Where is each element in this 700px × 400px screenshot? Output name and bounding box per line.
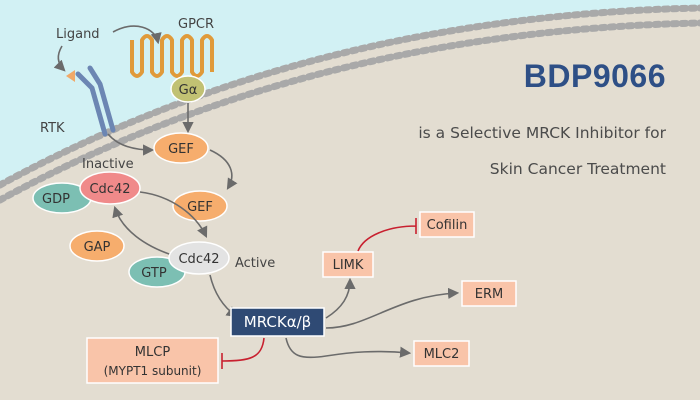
cofilin-label: Cofilin xyxy=(427,218,468,233)
mrck-to-mlc2-arrow xyxy=(285,337,412,359)
cdc42-activation-arrow xyxy=(139,191,208,239)
gef-to-gef-arrow xyxy=(209,149,238,190)
inactive-label: Inactive xyxy=(82,157,134,172)
ligand-icon xyxy=(66,70,75,82)
erm-label: ERM xyxy=(475,287,503,302)
mlc2-box xyxy=(413,340,470,367)
ligand-label: Ligand xyxy=(56,27,100,42)
cell-membrane xyxy=(0,4,700,189)
mlcp-label-line1: MLCP xyxy=(135,345,171,360)
gpcr-label: GPCR xyxy=(178,17,214,32)
gpcr-receptor-icon xyxy=(130,34,214,78)
mrck-label: MRCKα/β xyxy=(244,313,311,331)
mlc2-label: MLC2 xyxy=(424,347,460,362)
gap-label: GAP xyxy=(84,240,111,255)
gap-ellipse xyxy=(69,230,125,262)
limk-box xyxy=(322,251,374,278)
subtitle-line-2: Skin Cancer Treatment xyxy=(489,160,666,178)
mrck-to-limk-arrow xyxy=(325,277,356,319)
cdc42-inactivation-arrow xyxy=(112,205,173,256)
gtp-label: GTP xyxy=(141,266,167,281)
cdc42-active-label: Cdc42 xyxy=(178,252,219,267)
mrck-box xyxy=(230,307,325,337)
gdp-label: GDP xyxy=(42,192,70,207)
limk-inhibits-cofilin xyxy=(357,218,417,252)
active-label: Active xyxy=(235,256,275,271)
galpha-ellipse xyxy=(170,75,206,103)
rtk-label: RTK xyxy=(40,121,65,136)
mrck-inhibits-mlcp xyxy=(221,337,265,369)
mlcp-label-line2: (MYPT1 subunit) xyxy=(104,364,202,378)
page-title: BDP9066 xyxy=(523,58,666,94)
cofilin-box xyxy=(419,211,475,238)
subtitle-line-1: is a Selective MRCK Inhibitor for xyxy=(418,124,666,142)
limk-label: LIMK xyxy=(333,258,364,273)
cdc42-inactive-label: Cdc42 xyxy=(89,182,130,197)
gef-label-top: GEF xyxy=(168,142,194,157)
rtk-to-gef-arrow xyxy=(107,133,155,156)
rtk-receptor-icon xyxy=(75,65,116,137)
gef-ellipse-middle xyxy=(172,190,228,222)
galpha-label: Gα xyxy=(179,83,198,98)
gef-label-middle: GEF xyxy=(187,200,213,215)
extracellular-region xyxy=(0,0,700,185)
gef-ellipse-top xyxy=(153,132,209,164)
cdc42-inactive-ellipse xyxy=(79,171,141,205)
cdc42-active-ellipse xyxy=(168,241,230,275)
erm-box xyxy=(461,280,517,307)
membrane-inner-leaflet xyxy=(0,19,700,204)
ligand-to-gpcr-arrow xyxy=(112,25,162,45)
ligand-to-rtk-arrow xyxy=(53,45,66,72)
mlcp-box xyxy=(86,337,219,384)
mrck-to-erm-arrow xyxy=(325,287,460,329)
